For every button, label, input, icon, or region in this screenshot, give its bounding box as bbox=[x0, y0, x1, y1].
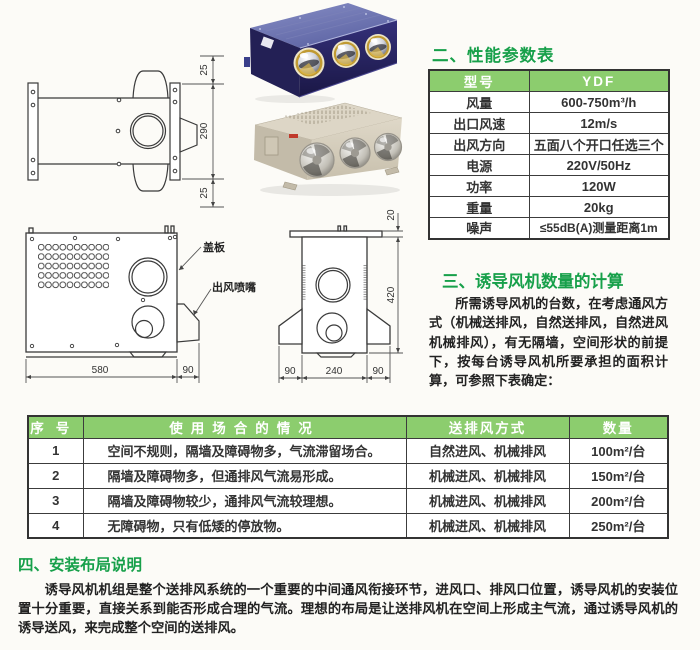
side-view-drawing: 580 90 盖板 出风喷嘴 bbox=[25, 225, 256, 383]
spec-label: 重量 bbox=[428, 196, 530, 218]
spec-value: 120W bbox=[528, 175, 670, 197]
spec-label: 功率 bbox=[428, 175, 530, 197]
spec-value: ≤55dB(A)测量距离1m bbox=[528, 217, 670, 239]
dimension-label: 25 bbox=[199, 187, 210, 199]
dimension-label: 90 bbox=[372, 366, 384, 377]
usage-index: 3 bbox=[27, 487, 84, 514]
usage-mode: 机械进风、机械排风 bbox=[405, 487, 570, 514]
spec-label: 噪声 bbox=[428, 217, 530, 239]
dimension-label: 580 bbox=[92, 365, 109, 376]
installation-paragraph: 诱导风机机组是整个送排风系统的一个重要的中间通风衔接环节，进风口、排风口位置，诱… bbox=[18, 582, 678, 635]
spec-label: 出口风速 bbox=[428, 112, 530, 134]
spec-value: 600-750m³/h bbox=[528, 91, 670, 113]
usage-mode: 机械进风、机械排风 bbox=[405, 512, 570, 539]
nozzles bbox=[293, 34, 391, 79]
usage-situation: 无障碍物，只有低矮的停放物。 bbox=[82, 512, 407, 539]
spec-header-row: 型号 YDF bbox=[428, 69, 670, 92]
section-title-installation: 四、安装布局说明 bbox=[18, 557, 143, 574]
section-title-calculation: 三、诱导风机数量的计算 bbox=[442, 273, 624, 291]
spec-model-label: 型号 bbox=[428, 69, 530, 92]
spec-label: 出风方向 bbox=[428, 133, 530, 155]
spec-model-value: YDF bbox=[528, 69, 670, 92]
fans bbox=[299, 132, 403, 178]
spec-value: 五面八个开口任选三个 bbox=[528, 133, 670, 155]
ventilation-holes bbox=[38, 244, 109, 291]
dimension-label: 90 bbox=[284, 366, 296, 377]
usage-situation: 隔墙及障碍物较少，通排风气流较理想。 bbox=[82, 487, 407, 514]
usage-header-row: 序号 使用场合的情况 送排风方式 数量 bbox=[27, 415, 669, 439]
spec-row: 噪声≤55dB(A)测量距离1m bbox=[428, 217, 670, 239]
dimension-label: 290 bbox=[199, 122, 210, 139]
usage-quantity: 250m²/台 bbox=[568, 512, 669, 539]
usage-header-index: 序号 bbox=[27, 415, 84, 439]
section-title-performance: 二、性能参数表 bbox=[432, 47, 555, 65]
usage-header-mode: 送排风方式 bbox=[405, 415, 570, 439]
spec-value: 220V/50Hz bbox=[528, 154, 670, 176]
dimension-label: 90 bbox=[182, 365, 194, 376]
usage-mode: 机械进风、机械排风 bbox=[405, 462, 570, 489]
usage-situation: 空间不规则，隔墙及障碍物多，气流滞留场合。 bbox=[82, 437, 407, 464]
usage-index: 1 bbox=[27, 437, 84, 464]
usage-situation: 隔墙及障碍物多，但通排风气流易形成。 bbox=[82, 462, 407, 489]
usage-header-situation: 使用场合的情况 bbox=[82, 415, 407, 439]
dimension-label: 240 bbox=[326, 366, 343, 377]
dimension-label: 420 bbox=[386, 286, 397, 303]
usage-index: 2 bbox=[27, 462, 84, 489]
dimension-label: 25 bbox=[199, 64, 210, 76]
outlet-nozzle-label: 出风喷嘴 bbox=[212, 280, 256, 294]
usage-quantity: 200m²/台 bbox=[568, 487, 669, 514]
plan-view-drawing: 25 290 25 bbox=[27, 55, 224, 208]
spec-label: 电源 bbox=[428, 154, 530, 176]
usage-header-quantity: 数量 bbox=[568, 415, 669, 439]
dimension-label: 20 bbox=[386, 209, 397, 221]
product-photo-blue-unit bbox=[244, 3, 398, 103]
spec-row: 出风方向五面八个开口任选三个 bbox=[428, 133, 670, 155]
calculation-paragraph: 所需诱导风机的台数，在考虑通风方式（机械送排风，自然送排风，自然进风机械排风），… bbox=[429, 296, 668, 389]
spec-value: 20kg bbox=[528, 196, 670, 218]
front-view-drawing: 20 420 90 240 90 bbox=[278, 209, 403, 383]
spec-label: 风量 bbox=[428, 91, 530, 113]
usage-quantity: 150m²/台 bbox=[568, 462, 669, 489]
usage-quantity: 100m²/台 bbox=[568, 437, 669, 464]
cover-plate-label: 盖板 bbox=[203, 240, 226, 254]
usage-index: 4 bbox=[27, 512, 84, 539]
product-photo-beige-unit bbox=[254, 102, 403, 196]
usage-mode: 自然进风、机械排风 bbox=[405, 437, 570, 464]
spec-value: 12m/s bbox=[528, 112, 670, 134]
